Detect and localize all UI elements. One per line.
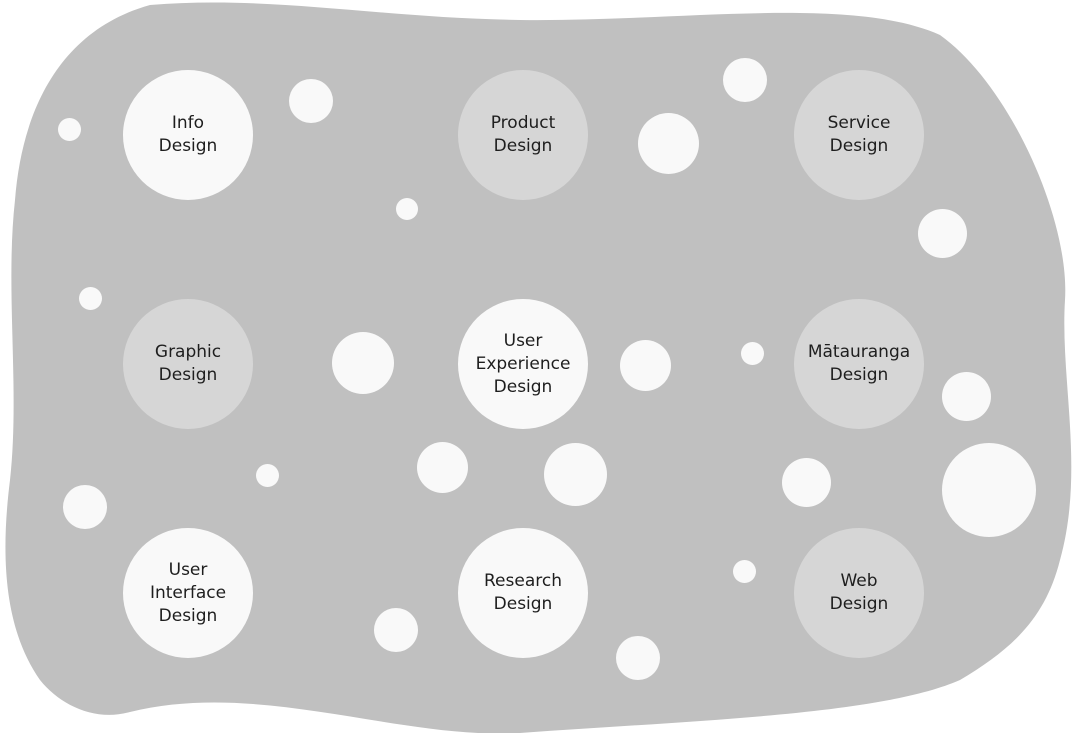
node-label: Mātauranga Design	[807, 342, 911, 385]
node-info-design[interactable]: Info Design	[123, 70, 253, 200]
node-service-design[interactable]: Service Design	[794, 70, 924, 200]
decorative-dot	[417, 442, 468, 493]
decorative-dot	[58, 118, 81, 141]
decorative-dot	[256, 464, 279, 487]
decorative-dot	[741, 342, 764, 365]
decorative-dot	[733, 560, 756, 583]
decorative-dot	[396, 198, 418, 220]
decorative-dot	[374, 608, 418, 652]
decorative-dot	[918, 209, 967, 258]
decorative-dot	[63, 485, 107, 529]
node-label: User Experience Design	[475, 330, 571, 397]
node-label: Info Design	[158, 113, 218, 156]
decorative-dot	[942, 372, 991, 421]
decorative-dot	[638, 113, 699, 174]
node-matauranga-design[interactable]: Mātauranga Design	[794, 299, 924, 429]
node-label: Product Design	[490, 113, 556, 156]
decorative-dot	[332, 332, 394, 394]
decorative-dot	[620, 340, 671, 391]
node-label: User Interface Design	[149, 559, 227, 626]
decorative-dot	[616, 636, 660, 680]
node-label: Service Design	[827, 113, 891, 156]
decorative-dot	[782, 458, 831, 507]
node-graphic-design[interactable]: Graphic Design	[123, 299, 253, 429]
decorative-dot	[544, 443, 607, 506]
node-user-experience-design[interactable]: User Experience Design	[458, 299, 588, 429]
decorative-dot	[79, 287, 102, 310]
node-research-design[interactable]: Research Design	[458, 528, 588, 658]
decorative-dot	[723, 58, 767, 102]
decorative-dot	[942, 443, 1036, 537]
node-label: Research Design	[484, 571, 562, 614]
node-product-design[interactable]: Product Design	[458, 70, 588, 200]
node-label: Graphic Design	[154, 342, 222, 385]
decorative-dot	[289, 79, 333, 123]
node-user-interface-design[interactable]: User Interface Design	[123, 528, 253, 658]
node-web-design[interactable]: Web Design	[794, 528, 924, 658]
node-label: Web Design	[829, 571, 889, 614]
